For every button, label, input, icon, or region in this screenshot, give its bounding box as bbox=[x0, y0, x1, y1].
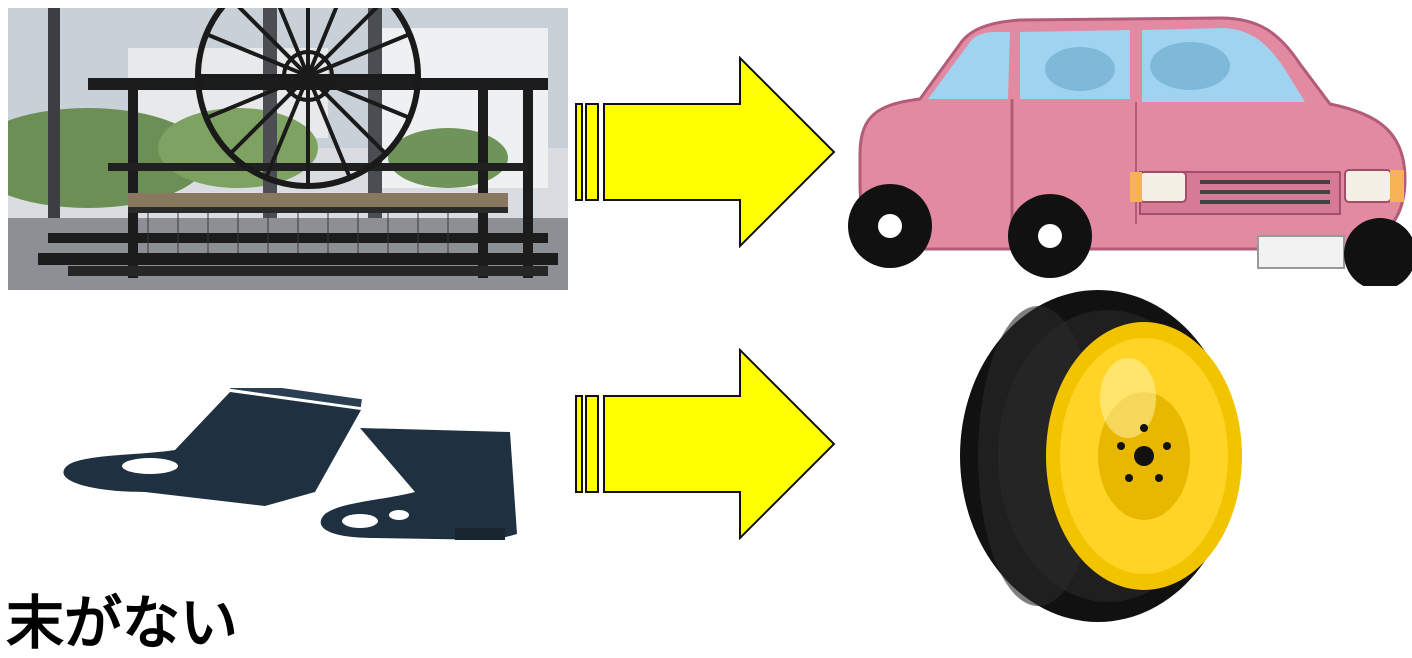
car-illustration bbox=[840, 4, 1412, 286]
loom-photo bbox=[8, 8, 568, 290]
arrow-icon bbox=[574, 56, 836, 248]
caption-text: 末がない bbox=[6, 588, 238, 658]
tire-illustration bbox=[958, 288, 1258, 624]
boots-illustration bbox=[55, 388, 525, 548]
arrow-icon bbox=[574, 348, 836, 540]
